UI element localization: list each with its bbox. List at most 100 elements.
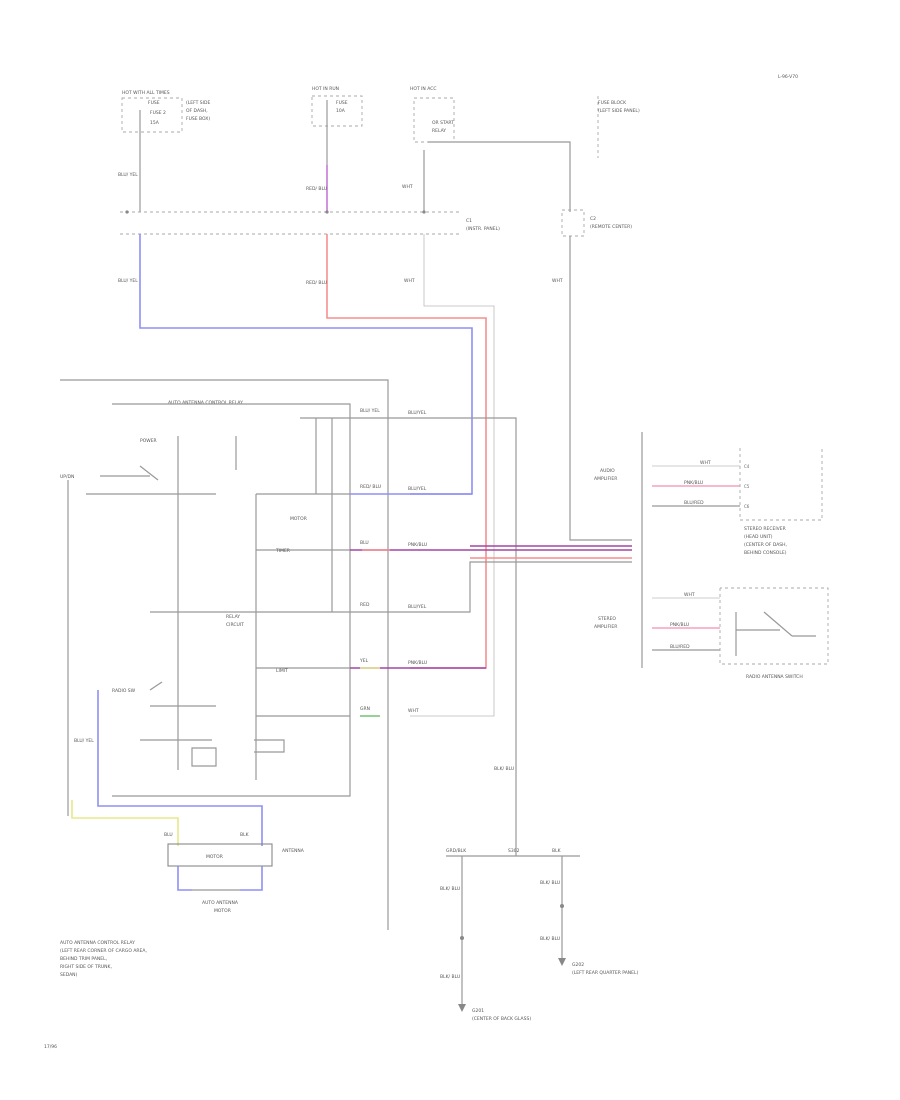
audio2-title: STEREO <box>598 616 616 622</box>
fuse-right-wire: WHT <box>402 184 413 190</box>
receiver-line-1: STEREO RECEIVER <box>744 526 786 532</box>
fuse-panel-title: FUSE BLOCK <box>598 100 627 106</box>
motor-wire-right: BLK <box>240 832 250 838</box>
relay-box <box>112 403 351 797</box>
wire-lower-2: BLK/ BLU <box>540 880 560 886</box>
corner-code: L-96-V70 <box>778 74 798 80</box>
antenna-sub: MOTOR <box>214 908 231 914</box>
relay-pin-5: YEL <box>359 658 369 664</box>
wire-red-main <box>326 234 487 669</box>
amp1-label-1: WHT <box>700 460 711 466</box>
wire-lower-1: BLK/ BLU <box>440 886 460 892</box>
wire-far-right <box>569 236 632 541</box>
connector-c2-box <box>561 209 585 237</box>
notes-line-4: RIGHT SIDE OF TRUNK, <box>60 964 112 970</box>
amp2-label-3: BLU/RED <box>670 644 690 650</box>
relay-pin-6: GRN <box>360 706 370 712</box>
audio2-sub: AMPLIFIER <box>594 624 617 630</box>
amp1-pin-1: C4 <box>744 464 750 469</box>
wire-yellow-motor <box>71 800 179 846</box>
wire-lower-3: BLK/ BLU <box>440 974 460 980</box>
motor-sub: ANTENNA <box>282 848 305 854</box>
receiver-outline <box>739 448 823 521</box>
antenna-label: AUTO ANTENNA <box>202 900 239 906</box>
fuse-right-sub2: RELAY <box>432 128 446 134</box>
ant-switch-arm <box>763 611 793 637</box>
relay-wire-2: BLU/YEL <box>408 486 427 492</box>
motor-box <box>167 843 273 867</box>
fuse-left-code: FUSE 2 <box>150 110 166 116</box>
notes-line-1: AUTO ANTENNA CONTROL RELAY <box>60 940 135 946</box>
switch-arm-2 <box>139 465 159 481</box>
relay-outer-frame <box>60 379 389 930</box>
notes-line-2: (LEFT REAR CORNER OF CARGO AREA, <box>60 948 147 954</box>
fuse-panel-sub: (LEFT SIDE PANEL) <box>598 108 640 114</box>
motor-bottom-wire-r <box>240 866 263 891</box>
fuse-right-outline <box>413 97 455 143</box>
fuse-left-sub3: OF DASH, <box>186 108 208 114</box>
fuse-right-sub1: OR START <box>432 120 454 126</box>
connector-c1-sub: (INSTR. PANEL) <box>466 226 500 232</box>
connector-c2-label: C2 <box>590 216 596 222</box>
fuse-left-sub1: FUSE <box>148 100 160 106</box>
relay-pin-2: RED/ BLU <box>360 484 381 490</box>
wire-lower-mid: RED/ BLU <box>306 280 327 286</box>
ground-right-label: BLK <box>552 848 562 854</box>
fuse-mid-wire: RED/ BLU <box>306 186 327 192</box>
g202-label: G202 <box>572 962 584 968</box>
fuse-left-title: HOT WITH ALL TIMES <box>122 90 170 96</box>
page-number: 17/96 <box>44 1044 57 1050</box>
relay-wire-3: PNK/BLU <box>408 542 427 548</box>
wire-vert-label: BLK/ BLU <box>494 766 514 772</box>
ground-dot-right <box>560 904 564 908</box>
notes-line-3: BEHIND TRIM PANEL, <box>60 956 107 962</box>
wire-white-main <box>410 234 495 717</box>
relay-relay-sub: CIRCUIT <box>226 622 244 628</box>
relay-wire-4: BLU/YEL <box>408 604 427 610</box>
relay-timer-label: TIMER <box>275 548 290 554</box>
relay-radio-label: RADIO SW <box>112 688 136 694</box>
fuse-right-title: HOT IN ACC <box>410 86 437 92</box>
g201-label: G201 <box>472 1008 484 1014</box>
receiver-line-2: (HEAD UNIT) <box>744 534 773 540</box>
relay-power-label: POWER <box>140 438 157 444</box>
wire-lower-far: WHT <box>552 278 563 284</box>
fuse-left-sub2: (LEFT SIDE <box>186 100 210 106</box>
fuse-mid-title: HOT IN RUN <box>312 86 339 92</box>
motor-wire-left: BLU <box>164 832 173 838</box>
g201-sub: (CENTER OF BACK GLASS) <box>472 1016 531 1022</box>
fuse-left-wire: BLU/ YEL <box>118 172 138 178</box>
relay-output-1 <box>350 417 517 856</box>
amp1-pin-2: C5 <box>744 484 750 489</box>
radio-antenna-switch: RADIO ANTENNA SWITCH <box>746 674 803 680</box>
fuse-mid-sub2: 10A <box>336 108 346 114</box>
ground-symbol-g201 <box>458 1004 466 1012</box>
fuse-left-amps: 15A <box>150 120 160 126</box>
amp2-label-2: PNK/BLU <box>670 622 689 628</box>
relay-title: AUTO ANTENNA CONTROL RELAY <box>168 400 243 406</box>
relay-output-4 <box>350 561 632 613</box>
relay-wire-5: PNK/BLU <box>408 660 427 666</box>
relay-motor-label: MOTOR <box>290 516 307 522</box>
wire-lower-left: BLU/ YEL <box>118 278 138 284</box>
wire-blue-motor <box>97 690 263 846</box>
fuse-mid-sub1: FUSE <box>336 100 348 106</box>
g202-sub: (LEFT REAR QUARTER PANEL) <box>572 970 638 976</box>
c1-pin-c <box>422 210 426 214</box>
receiver-line-4: BEHIND CONSOLE) <box>744 550 787 556</box>
fuse-left-outline <box>121 97 183 133</box>
ground-dot-left <box>460 936 464 940</box>
yellow-wire-label: BLU/ YEL <box>74 738 94 744</box>
wire-lower-4: BLK/ BLU <box>540 936 560 942</box>
receiver-line-3: (CENTER OF DASH, <box>744 542 787 548</box>
relay-pin-3: BLU <box>360 540 369 546</box>
motor-label: MOTOR <box>206 854 223 860</box>
fuse-left-sub4: FUSE BOX) <box>186 116 210 122</box>
relay-wire-1: BLU/YEL <box>408 410 427 416</box>
wire-lower-right: WHT <box>404 278 415 284</box>
amp1-pin-3: C6 <box>744 504 750 509</box>
notes-line-5: SEDAN) <box>60 972 78 978</box>
connector-c1-label: C1 <box>466 218 472 224</box>
relay-limit-label: LIMIT <box>276 668 288 674</box>
